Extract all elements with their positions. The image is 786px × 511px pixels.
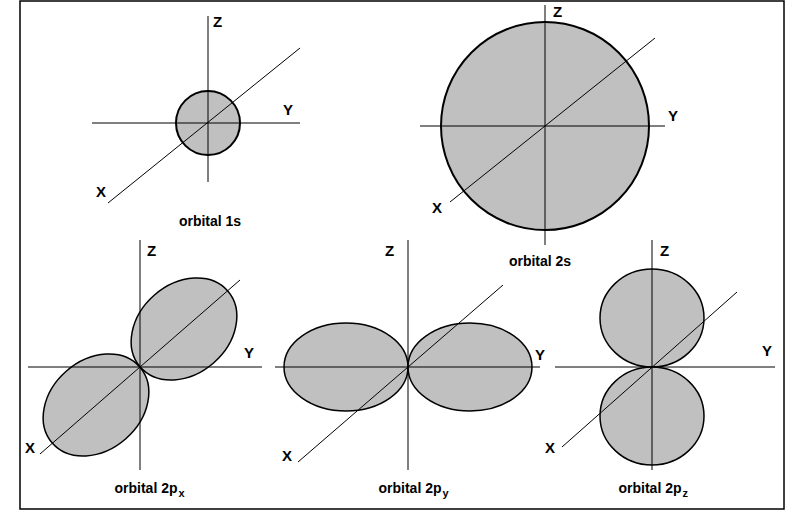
axis-label: Y [535,347,545,362]
axis-label: Z [385,243,394,258]
axis-label: X [282,448,292,463]
axis-line [108,48,300,203]
axis-label: Y [244,345,254,360]
frame [20,1,784,509]
axis-label: Z [213,14,222,29]
axis-line [562,292,737,447]
axis-line [450,38,655,202]
axis-line [140,240,141,470]
axis-label: X [96,184,106,199]
axis-label: Y [668,108,678,123]
orbital-subscript: z [683,488,689,499]
axis-line [92,123,300,124]
orbital-name: orbital 2s [509,254,571,268]
axis-line [545,5,546,245]
axis-label: Z [147,243,156,258]
axis-line [652,240,653,470]
orbital-name: orbital 2p [114,481,177,495]
orbital-subscript: x [179,488,185,499]
orbital-name: orbital 1s [179,214,241,228]
axis-line [408,240,409,470]
axis-line [555,367,775,368]
axis-label: X [545,440,555,455]
axis-line [40,280,240,454]
orbital-name: orbital 2p [618,481,681,495]
axis-label: X [432,200,442,215]
axis-line [208,16,209,182]
axis-label: Y [283,102,293,117]
axis-line [28,367,262,368]
axis-label: Y [762,343,772,358]
axis-label: Z [660,243,669,258]
axis-line [298,285,503,462]
orbital-name: orbital 2p [378,481,441,495]
axis-line [420,126,665,127]
axis-label: Z [553,4,562,19]
axis-label: X [25,440,35,455]
orbital-subscript: y [443,488,449,499]
